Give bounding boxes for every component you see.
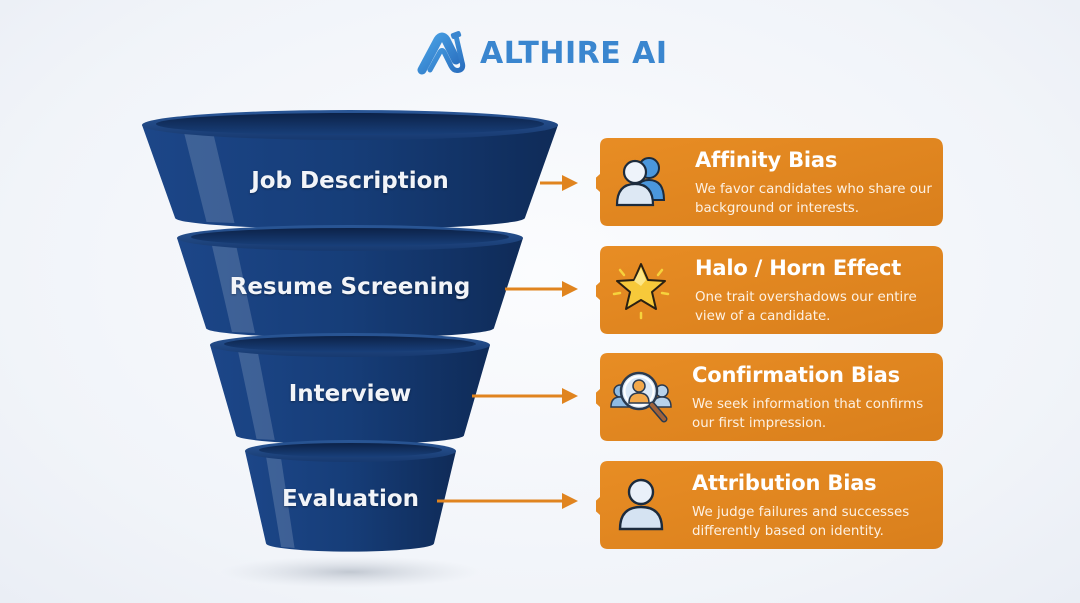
tier-opening	[224, 336, 476, 352]
arrow-head-icon	[562, 281, 578, 297]
bias-description: We seek information that confirms our fi…	[692, 397, 924, 431]
tier-label: Resume Screening	[229, 274, 471, 300]
bias-title: Attribution Bias	[692, 471, 877, 495]
funnel-tier	[177, 225, 523, 338]
brand-name: ALTHIRE AI	[480, 35, 668, 71]
bias-title: Confirmation Bias	[692, 363, 900, 387]
tier-label: Evaluation	[281, 486, 420, 512]
arrow-head-icon	[562, 493, 578, 509]
tier-label: Job Description	[251, 168, 449, 194]
bias-card: Halo / Horn Effect One trait overshadows…	[596, 246, 943, 334]
bias-title: Affinity Bias	[695, 148, 838, 172]
card-background	[596, 353, 943, 441]
bias-card: Attribution Bias We judge failures and s…	[596, 461, 943, 549]
connector-arrow	[472, 388, 578, 404]
tier-label: Interview	[288, 381, 412, 407]
tier-opening	[156, 113, 544, 135]
connector-arrow	[505, 281, 578, 297]
tier-highlight	[183, 131, 235, 223]
tier-opening	[259, 443, 442, 457]
tier-body	[210, 345, 490, 445]
bias-title: Halo / Horn Effect	[695, 256, 902, 280]
tier-highlight	[266, 457, 295, 548]
bias-card: Confirmation Bias We seek information th…	[596, 353, 943, 441]
arrow-head-icon	[562, 388, 578, 404]
brand-logo: ALTHIRE AI	[416, 29, 668, 77]
card-background	[596, 461, 943, 549]
card-background	[596, 246, 943, 334]
bias-card: Affinity Bias We favor candidates who sh…	[596, 138, 943, 226]
tier-highlight	[211, 244, 255, 333]
tier-opening	[191, 228, 509, 246]
people-group-icon	[610, 150, 672, 212]
tier-body	[245, 451, 456, 552]
funnel-tier	[210, 333, 490, 445]
tier-body	[142, 125, 558, 230]
card-background	[596, 138, 943, 226]
funnel-shadow	[220, 556, 480, 588]
bias-description: One trait overshadows our entire view of…	[695, 290, 917, 324]
bias-description: We judge failures and successes differen…	[692, 505, 910, 539]
magnifier-people-icon	[610, 365, 672, 427]
tier-body	[177, 238, 523, 338]
connector-arrow	[437, 493, 578, 509]
arrow-head-icon	[562, 175, 578, 191]
star-icon	[610, 258, 672, 320]
althire-logo-icon	[417, 31, 466, 75]
funnel-tier	[142, 110, 558, 230]
bias-description: We favor candidates who share our backgr…	[695, 182, 932, 216]
funnel-tier	[245, 440, 456, 552]
person-icon	[610, 473, 672, 535]
connector-arrow	[540, 175, 578, 191]
tier-highlight	[238, 351, 275, 440]
